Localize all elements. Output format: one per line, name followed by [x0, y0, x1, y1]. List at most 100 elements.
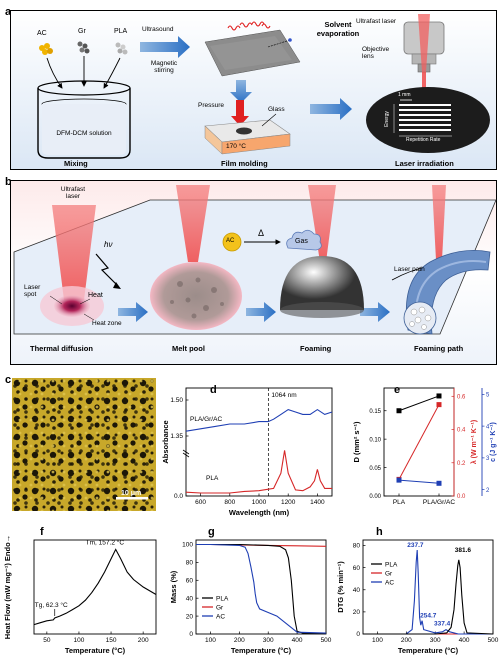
x-tick-label: PLA/Gr/AC [423, 499, 455, 506]
x-tick-label: 200 [234, 637, 245, 644]
peak-annotation: 337.4 [434, 621, 451, 628]
laser-beam-1 [52, 205, 96, 300]
ac-circle-label: AC [226, 238, 235, 244]
panel-a-graphics [37, 14, 490, 159]
scale-label: 1 mm [398, 92, 411, 98]
x-tick-label: 150 [106, 637, 117, 644]
pattern-grid [399, 104, 451, 131]
y-axis-label: Heat Flow (mW mg⁻¹) Endo→ [3, 535, 12, 639]
pressure-arrow [236, 100, 244, 116]
y-tick-label: 60 [186, 577, 194, 584]
path-label: Laser path [394, 266, 425, 273]
y-tick-label: 1.50 [170, 397, 183, 404]
delta-label: Δ [258, 228, 265, 238]
y-tick-label-mid: 0.4 [457, 428, 466, 434]
glass-label: Glass [268, 106, 285, 113]
y-tick-label: 0 [189, 631, 193, 638]
ac-circle-icon [222, 232, 242, 252]
series-pla [363, 559, 494, 635]
laser-spot [54, 295, 90, 317]
arrow-b2 [246, 302, 276, 322]
series-pla-gr-ac [185, 408, 333, 432]
x-tick-label: 200 [401, 637, 412, 644]
y-tick-label: 20 [186, 613, 194, 620]
heat-squiggle-icon [227, 21, 271, 31]
legend-label: AC [385, 580, 394, 587]
panel-b-letter: b [5, 176, 12, 188]
series-pla [33, 548, 157, 626]
beaker-label: DFM-DCM solution [56, 130, 112, 137]
micrograph-scale-label: 10 μm [121, 490, 142, 497]
hv-label: hν [104, 240, 113, 249]
melt-texture [170, 277, 224, 319]
arrow-mix-to-film [140, 36, 190, 58]
x-tick-label: 400 [292, 637, 303, 644]
peak-annotation: 237.7 [407, 542, 424, 549]
series-c-marker [436, 480, 442, 486]
stage4-label: Foaming path [414, 344, 464, 353]
x-tick-label: 500 [488, 637, 499, 644]
series-ac [363, 549, 493, 635]
plot-frame [195, 539, 327, 635]
x-tick-label: 1400 [310, 499, 325, 506]
panel-f-letter: f [40, 526, 44, 538]
series-label-pla-gr-ac: PLA/Gr/AC [190, 416, 222, 423]
spot-label: Laser spot [24, 284, 41, 298]
series-lambda-line [398, 404, 440, 480]
magnetic-label: Magnetic stirring [150, 60, 178, 74]
ultrafast-label: Ultrafast laser [60, 186, 86, 200]
arrow-b1 [118, 302, 148, 322]
x-tick-label: 300 [430, 637, 441, 644]
series-lambda-marker [436, 402, 442, 408]
x-tick-label: 100 [205, 637, 216, 644]
panel-g-letter: g [208, 526, 215, 538]
y-tick-label: 60 [353, 565, 361, 572]
y-tick-label-right: 5 [486, 393, 490, 399]
legend-label: Gr [216, 605, 224, 612]
y-tick-label-left: 0.10 [369, 437, 381, 443]
axis-break [182, 449, 190, 455]
heatzone-label: Heat zone [92, 320, 122, 327]
melt-pool [150, 262, 242, 330]
laser-label: Ultrafast laser [356, 18, 397, 25]
x-tick-label: 200 [138, 637, 149, 644]
y-tick-label: 40 [186, 595, 194, 602]
pressure-label: Pressure [198, 102, 225, 109]
laser-beam-2 [176, 185, 210, 262]
panel-h-letter: h [376, 526, 383, 538]
series-c-marker [396, 477, 402, 483]
plot-frame [33, 539, 157, 635]
x-tick-label: 50 [43, 637, 51, 644]
series-ac [196, 543, 327, 634]
temp-label: 170 °C [226, 143, 246, 150]
y-tick-label: 20 [353, 609, 361, 616]
x-axis-label: Temperature (°C) [398, 646, 459, 655]
x-tick-label: 500 [321, 637, 332, 644]
x-axis-label: Temperature (°C) [231, 646, 292, 655]
foam-dome [280, 256, 364, 310]
tg-annotation: Tg, 62.3 °C [35, 601, 68, 609]
film-label: Film molding [221, 159, 268, 168]
gr-label: Gr [78, 28, 86, 35]
peak-annotation: 381.6 [455, 547, 472, 554]
x-axis-label: Wavelength (nm) [229, 508, 290, 517]
y-tick-label-left: 0.15 [369, 409, 381, 415]
objective-label: Objective lens [362, 46, 390, 60]
y-tick-label-right: 4 [486, 424, 490, 430]
y-tick-label-mid: 0.0 [457, 494, 466, 500]
x-tick-label: 100 [372, 637, 383, 644]
arrow-b3 [360, 302, 390, 322]
y-tick-label: 80 [186, 560, 194, 567]
ultrasound-label: Ultrasound [142, 26, 174, 33]
solvent-label: Solvent evaporation [316, 20, 360, 38]
ac-label: AC [37, 30, 47, 37]
laser-beam-3 [308, 185, 336, 262]
y-tick-label: 1.35 [170, 433, 183, 440]
pla-label: PLA [114, 28, 128, 35]
x-tick-label: PLA [393, 499, 406, 506]
beaker-icon [37, 80, 131, 159]
series-pla [196, 543, 326, 634]
y-tick-label-left: 0.05 [369, 466, 381, 472]
